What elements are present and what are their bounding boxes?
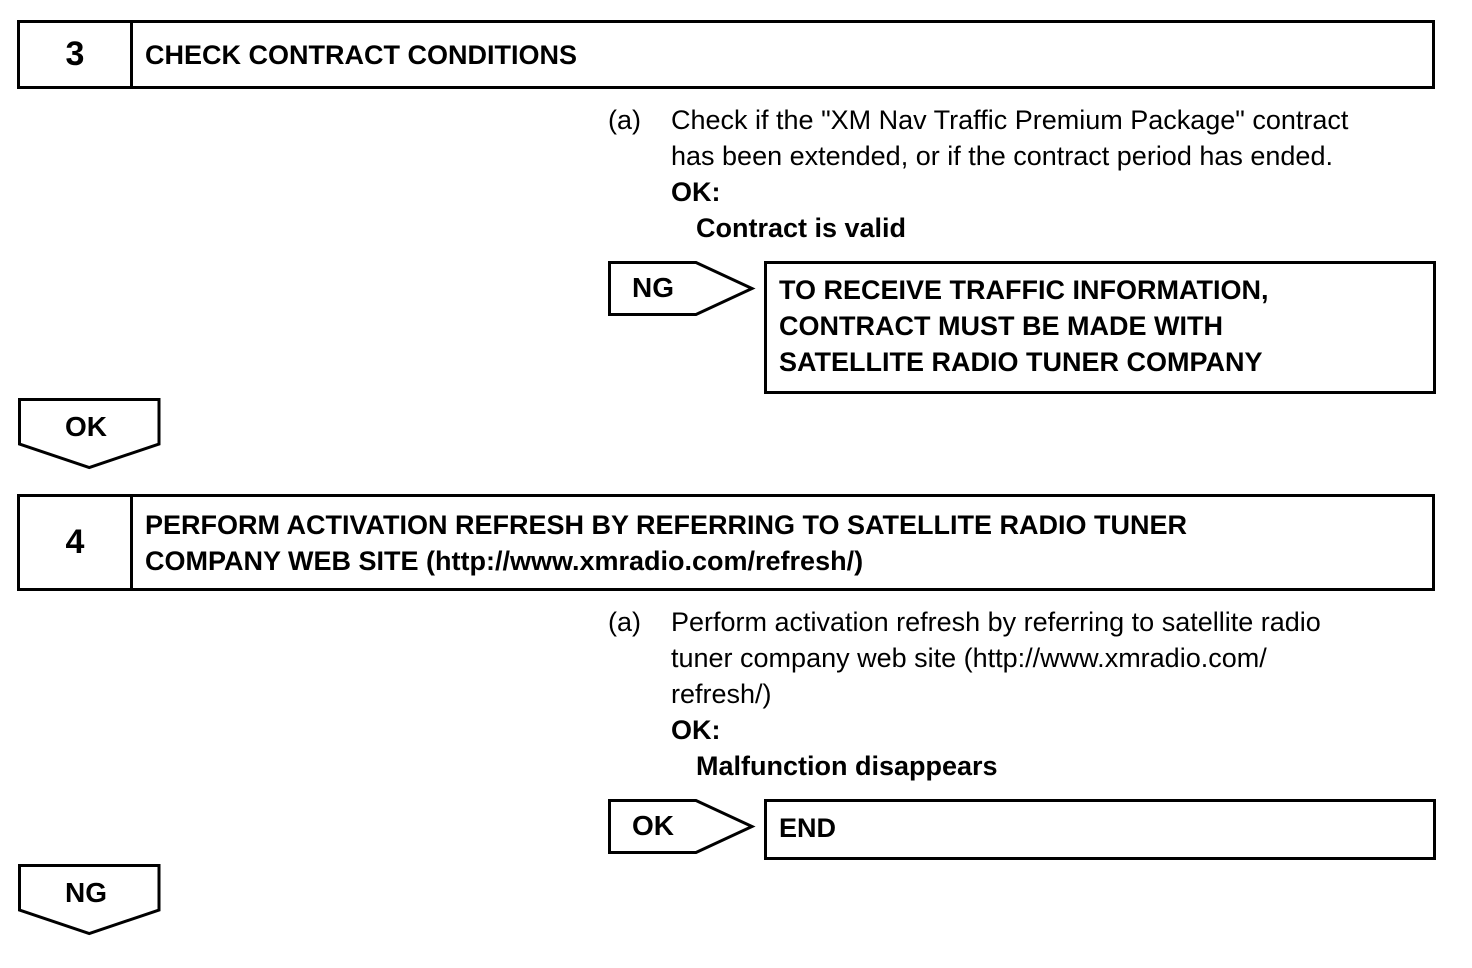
right-arrow-icon	[608, 261, 756, 316]
step-4-ok-label: OK:	[671, 715, 721, 745]
down-arrow-icon	[18, 864, 161, 936]
step-3-ng-result-line-2: CONTRACT MUST BE MADE WITH	[779, 311, 1223, 341]
step-4-number: 4	[20, 497, 133, 588]
step-4-item-line-2: tuner company web site (http://www.xmrad…	[671, 643, 1267, 673]
step-3-ok-value: Contract is valid	[696, 213, 907, 243]
step-3-instruction: (a) Check if the "XM Nav Traffic Premium…	[608, 102, 1448, 246]
step-4-ok-arrow-label: OK	[632, 810, 674, 841]
step-4-title-line-2: COMPANY WEB SITE (http://www.xmradio.com…	[145, 545, 864, 576]
step-3-item-line-2: has been extended, or if the contract pe…	[671, 141, 1333, 171]
step-4-ng-arrow: NG	[18, 864, 162, 936]
step-4-ok-result: END	[764, 799, 1436, 860]
step-4-ok-value: Malfunction disappears	[696, 751, 998, 781]
step-4-ok-arrow: OK	[608, 799, 756, 855]
step-3-ng-result: TO RECEIVE TRAFFIC INFORMATION, CONTRACT…	[764, 261, 1436, 394]
step-3-header: 3 CHECK CONTRACT CONDITIONS	[17, 20, 1435, 89]
step-4-item-line-3: refresh/)	[671, 679, 772, 709]
step-3-ok-label: OK:	[671, 177, 721, 207]
step-4-ok-result-text: END	[779, 813, 837, 843]
step-4-title-line-1: PERFORM ACTIVATION REFRESH BY REFERRING …	[145, 509, 1188, 540]
step-3-ok-arrow-label: OK	[65, 411, 107, 442]
step-4-instruction: (a) Perform activation refresh by referr…	[608, 604, 1448, 784]
step-4-ng-arrow-label: NG	[65, 877, 107, 908]
step-3-ng-arrow: NG	[608, 261, 756, 317]
step-3-item-marker: (a)	[608, 105, 641, 135]
step-4-item-marker: (a)	[608, 607, 641, 637]
right-arrow-icon	[608, 799, 756, 854]
step-3-ng-label: NG	[632, 272, 674, 303]
step-4-header: 4 PERFORM ACTIVATION REFRESH BY REFERRIN…	[17, 494, 1435, 591]
step-3-ng-result-line-3: SATELLITE RADIO TUNER COMPANY	[779, 347, 1263, 377]
step-3-number: 3	[20, 23, 133, 86]
step-3-title: CHECK CONTRACT CONDITIONS	[145, 39, 577, 70]
step-3-ng-result-line-1: TO RECEIVE TRAFFIC INFORMATION,	[779, 275, 1269, 305]
step-3-item-line-1: Check if the "XM Nav Traffic Premium Pac…	[671, 105, 1349, 135]
down-arrow-icon	[18, 398, 161, 470]
step-4-item-line-1: Perform activation refresh by referring …	[671, 607, 1321, 637]
step-4-title: PERFORM ACTIVATION REFRESH BY REFERRING …	[133, 497, 1432, 588]
step-3-ok-arrow: OK	[18, 398, 162, 470]
